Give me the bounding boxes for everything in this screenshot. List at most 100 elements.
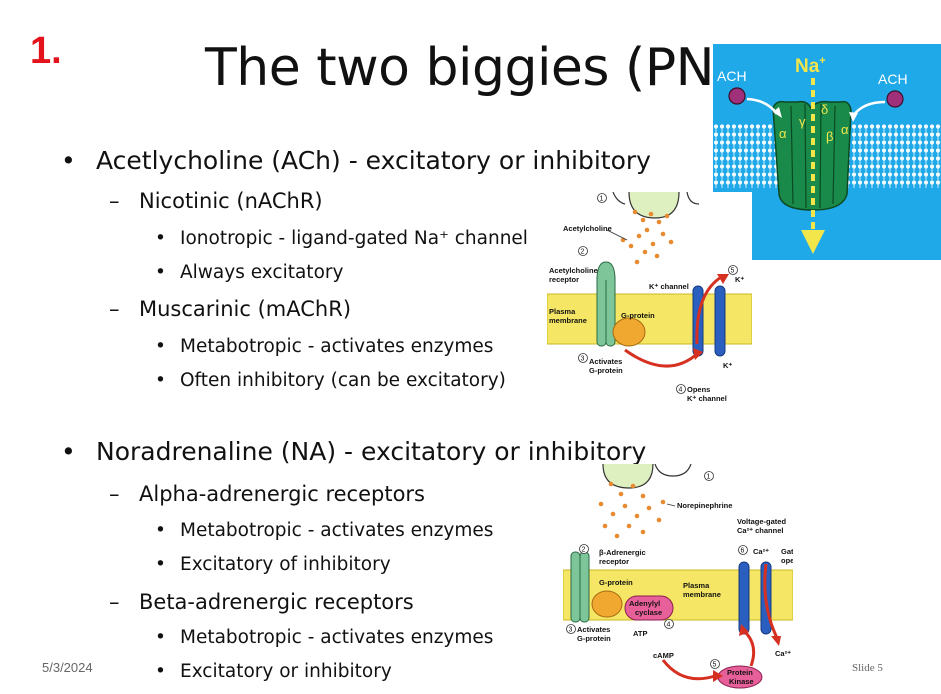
norepinephrine-molecules bbox=[598, 481, 666, 539]
alpha-text: Alpha-adrenergic receptors bbox=[139, 482, 426, 506]
beta-adrenergic-receptor bbox=[579, 551, 590, 623]
slide-title: The two biggies (PNS) bbox=[205, 38, 767, 98]
bullet-marker: • bbox=[155, 262, 166, 283]
activates-label-2: G-protein bbox=[577, 634, 611, 643]
step-3: 3 bbox=[581, 356, 585, 363]
opens-label: Opens bbox=[687, 385, 710, 394]
adenylyl-cyclase bbox=[624, 595, 674, 621]
bullet-marker: • bbox=[155, 520, 166, 541]
ion-flow-arrow-icon bbox=[801, 230, 825, 254]
g-protein-label: G-protein bbox=[599, 578, 633, 587]
ca-out-label: Ca²⁺ bbox=[775, 649, 791, 658]
dash-marker: – bbox=[109, 189, 120, 213]
g-protein bbox=[612, 317, 646, 347]
adenylyl-label-2: cyclase bbox=[635, 608, 662, 617]
beta-item-1: • Metabotropic - activates enzymes bbox=[155, 627, 493, 648]
beta-adrenergic-diagram: Norepinephrine Voltage-gated Ca²⁺ channe… bbox=[563, 464, 793, 690]
slide-number: 1. bbox=[30, 30, 62, 72]
plasma-membrane-label-2: membrane bbox=[549, 316, 587, 325]
vgcc-label-2: Ca²⁺ channel bbox=[737, 526, 783, 535]
step-5: 5 bbox=[731, 268, 735, 275]
subunit-label: α bbox=[841, 122, 849, 137]
beta-adrenergic-figure: Norepinephrine Voltage-gated Ca²⁺ channe… bbox=[563, 464, 793, 690]
dash-marker: – bbox=[109, 482, 120, 506]
nicotinic-item-1-text: Ionotropic - ligand-gated Na⁺ channel bbox=[180, 228, 528, 249]
vesicle-terminal bbox=[602, 464, 654, 489]
nicotinic-item-2-text: Always excitatory bbox=[180, 262, 344, 283]
camp-label: cAMP bbox=[653, 651, 674, 660]
bullet-marker: • bbox=[155, 370, 166, 391]
subunit-label: β bbox=[826, 129, 833, 144]
footer-date: 5/3/2024 bbox=[42, 660, 93, 675]
alpha-item-1: • Metabotropic - activates enzymes bbox=[155, 520, 494, 541]
sub-bullet-muscarinic: – Muscarinic (mAChR) bbox=[109, 297, 352, 321]
acetylcholine-molecules bbox=[620, 209, 674, 265]
muscarinic-text: Muscarinic (mAChR) bbox=[139, 297, 352, 321]
alpha-item-1-text: Metabotropic - activates enzymes bbox=[180, 520, 494, 541]
step-6: 6 bbox=[741, 548, 745, 555]
sub-bullet-beta: – Beta-adrenergic receptors bbox=[109, 590, 414, 614]
bullet-marker: • bbox=[155, 554, 166, 575]
gate-label-2: open bbox=[781, 556, 793, 565]
subunit-label: γ bbox=[799, 114, 806, 129]
plasma-membrane-label-2: membrane bbox=[683, 590, 721, 599]
bullet-na: • Noradrenaline (NA) - excitatory or inh… bbox=[61, 437, 647, 466]
ach-label-left: ACH bbox=[717, 68, 747, 84]
alpha-item-2: • Excitatory of inhibitory bbox=[155, 554, 391, 575]
step-4: 4 bbox=[679, 387, 683, 394]
vgcc-label: Voltage-gated bbox=[737, 517, 786, 526]
subunit-label: α bbox=[779, 126, 787, 141]
opens-label-2: K⁺ channel bbox=[687, 394, 727, 403]
plasma-membrane-label: Plasma bbox=[683, 581, 710, 590]
bullet-marker: • bbox=[155, 661, 166, 682]
k-channel-right bbox=[714, 285, 726, 357]
bullet-marker: • bbox=[155, 336, 166, 357]
activation-arrow bbox=[624, 348, 698, 368]
step-markers: 1 2 3 4 5 bbox=[578, 193, 738, 394]
receptor-label: Acetylcholine bbox=[549, 266, 598, 275]
ach-ligand-right bbox=[886, 90, 904, 108]
muscarinic-item-1-text: Metabotropic - activates enzymes bbox=[180, 336, 494, 357]
ca-influx-arrow bbox=[763, 563, 779, 639]
ach-label-right: ACH bbox=[878, 71, 908, 87]
camp-arrow bbox=[661, 659, 716, 681]
step-2: 2 bbox=[581, 249, 585, 256]
k-in-label: K⁺ bbox=[723, 361, 732, 370]
step-2: 2 bbox=[582, 547, 586, 554]
activates-label-2: G-protein bbox=[589, 366, 623, 375]
step-1: 1 bbox=[600, 196, 604, 203]
muscarinic-receptor-figure: Acetylcholine Acetylcholine receptor K⁺ … bbox=[547, 192, 752, 410]
footer-slide-number: Slide 5 bbox=[852, 662, 883, 674]
plasma-membrane-label: Plasma bbox=[549, 307, 576, 316]
muscarinic-receptor-diagram: Acetylcholine Acetylcholine receptor K⁺ … bbox=[547, 192, 752, 410]
ach-ligand-left bbox=[728, 87, 746, 105]
muscarinic-item-2: • Often inhibitory (can be excitatory) bbox=[155, 370, 506, 391]
bullet-na-text: Noradrenaline (NA) - excitatory or inhib… bbox=[96, 437, 647, 466]
beta-item-2-text: Excitatory or inhibitory bbox=[180, 661, 392, 682]
protein-kinase-label: Protein bbox=[727, 668, 753, 677]
g-protein bbox=[591, 590, 623, 618]
alpha-item-2-text: Excitatory of inhibitory bbox=[180, 554, 391, 575]
activates-label: Activates bbox=[577, 625, 610, 634]
beta-text: Beta-adrenergic receptors bbox=[139, 590, 414, 614]
atp-label: ATP bbox=[633, 629, 647, 638]
bullet-marker: • bbox=[155, 228, 166, 249]
receptor-label: β-Adrenergic bbox=[599, 548, 646, 557]
binding-arrow-left-icon bbox=[773, 107, 782, 118]
bullet-ach: • Acetlycholine (ACh) - excitatory or in… bbox=[61, 146, 651, 175]
activates-label: Activates bbox=[589, 357, 622, 366]
bullet-marker: • bbox=[61, 437, 76, 466]
g-protein-label: G-protein bbox=[621, 311, 655, 320]
bullet-marker: • bbox=[155, 627, 166, 648]
k-efflux-arrow bbox=[695, 274, 724, 345]
ca-label: Ca²⁺ bbox=[753, 547, 769, 556]
step-markers: 1 2 3 4 5 6 bbox=[566, 471, 748, 669]
step-4: 4 bbox=[667, 622, 671, 629]
beta-item-2: • Excitatory or inhibitory bbox=[155, 661, 392, 682]
vesicle-terminal bbox=[628, 192, 680, 219]
nicotinic-item-2: • Always excitatory bbox=[155, 262, 344, 283]
receptor-label-2: receptor bbox=[599, 557, 629, 566]
subunit-label: δ bbox=[821, 102, 828, 117]
muscarinic-item-1: • Metabotropic - activates enzymes bbox=[155, 336, 494, 357]
muscarinic-item-2-text: Often inhibitory (can be excitatory) bbox=[180, 370, 506, 391]
